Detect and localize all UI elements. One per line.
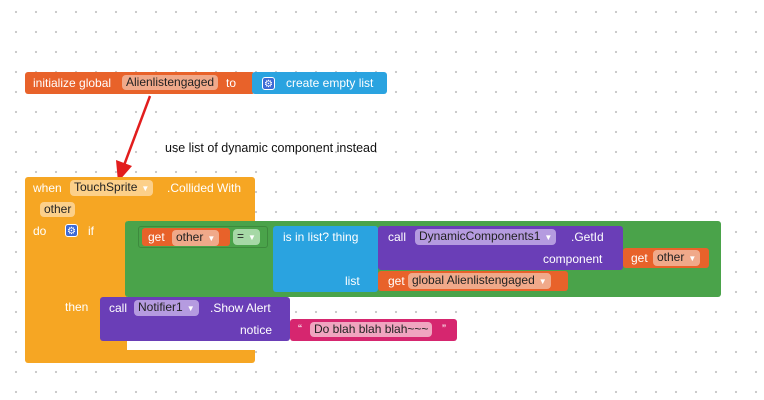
text-string-block[interactable]: “ Do blah blah blah~~~ ”	[290, 319, 457, 341]
chevron-down-icon: ▼	[141, 184, 150, 193]
is-in-list-block[interactable]: is in list? thing list	[273, 226, 378, 292]
open-quote-icon: “	[298, 322, 302, 336]
gear-icon[interactable]: ⚙	[262, 77, 275, 90]
initialize-global-block[interactable]: initialize global Alienlistengaged to	[25, 72, 255, 94]
chevron-down-icon: ▼	[538, 277, 547, 286]
chevron-down-icon: ▼	[248, 233, 256, 242]
getid-component-name: DynamicComponents1	[419, 229, 541, 243]
call-label: call	[388, 230, 407, 244]
getid-component-dropdown[interactable]: DynamicComponents1▼	[415, 229, 557, 245]
notifier-component-name: Notifier1	[138, 300, 183, 314]
init-to-label: to	[226, 76, 237, 90]
component-dropdown[interactable]: TouchSprite▼	[70, 180, 154, 196]
event-param[interactable]: other	[40, 202, 76, 217]
get-var-dropdown[interactable]: other▼	[172, 230, 220, 246]
compare-op-dropdown[interactable]: =▼	[233, 229, 260, 245]
chevron-down-icon: ▼	[207, 234, 216, 243]
event-name: .Collided With	[167, 181, 242, 195]
global-list-dropdown[interactable]: global Alienlistengaged▼	[408, 273, 551, 289]
notifier-method: .Show Alert	[210, 301, 271, 315]
when-label: when	[33, 181, 62, 195]
get-label: get	[148, 230, 165, 244]
chevron-down-icon: ▼	[186, 304, 195, 313]
get-label-2: get	[631, 251, 648, 265]
getid-arg-label: component	[543, 252, 603, 266]
get-var-dropdown-2[interactable]: other▼	[653, 250, 701, 266]
if-gear-icon[interactable]: ⚙	[65, 224, 78, 237]
get-other-component-block[interactable]: get other▼	[623, 248, 709, 268]
global-variable-name[interactable]: Alienlistengaged	[122, 75, 219, 90]
create-empty-list-block[interactable]: ⚙ create empty list	[252, 72, 387, 94]
global-list-name: global Alienlistengaged	[412, 273, 535, 287]
component-name: TouchSprite	[74, 180, 138, 194]
close-quote-icon: ”	[442, 322, 446, 336]
compare-op: =	[237, 229, 245, 243]
do-label: do	[33, 224, 47, 238]
chevron-down-icon: ▼	[688, 254, 697, 263]
then-label: then	[65, 300, 89, 314]
create-empty-list-label: create empty list	[286, 76, 374, 90]
get-global-list-block[interactable]: get global Alienlistengaged▼	[378, 271, 568, 291]
getid-call-block[interactable]: call DynamicComponents1▼ .GetId componen…	[378, 226, 623, 270]
get-other-block[interactable]: get other▼	[142, 228, 230, 246]
get-var-name-2: other	[657, 250, 685, 264]
init-keyword: initialize global	[33, 76, 112, 90]
event-block-top[interactable]: when TouchSprite▼ .Collided With other	[25, 177, 255, 221]
getid-method: .GetId	[571, 230, 604, 244]
notifier-call-label: call	[109, 301, 128, 315]
chevron-down-icon: ▼	[544, 233, 553, 242]
notice-label: notice	[240, 323, 273, 337]
text-value[interactable]: Do blah blah blah~~~	[310, 322, 433, 337]
list-label: list	[345, 274, 360, 288]
get-var-name: other	[176, 230, 204, 244]
annotation-text: use list of dynamic component instead	[165, 141, 377, 155]
notifier-call-block[interactable]: call Notifier1▼ .Show Alert notice	[100, 297, 290, 341]
get-label-3: get	[388, 274, 405, 288]
is-in-list-label: is in list? thing	[283, 230, 359, 244]
event-block-left	[25, 221, 57, 353]
if-label: if	[88, 224, 94, 238]
notifier-component-dropdown[interactable]: Notifier1▼	[134, 300, 199, 316]
